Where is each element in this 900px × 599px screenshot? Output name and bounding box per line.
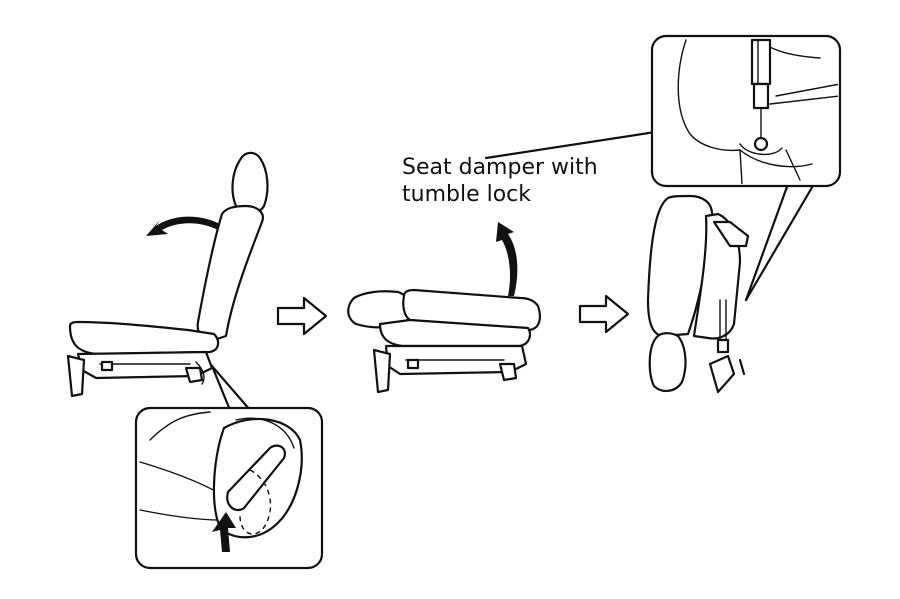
lever-detail-panel xyxy=(134,406,324,570)
seatback xyxy=(196,204,264,342)
seat-cushion xyxy=(68,320,220,356)
tumble-up-arrow-icon xyxy=(496,222,518,296)
rotate-back-arrow-icon xyxy=(146,216,220,236)
detail-connector xyxy=(744,182,790,302)
seat-damper xyxy=(750,38,772,86)
front-leg xyxy=(66,354,86,398)
seat-folded xyxy=(347,222,541,394)
callout-connector xyxy=(210,364,252,412)
seat-tumbled xyxy=(646,194,750,394)
callout-label-line2: tumble lock xyxy=(402,182,532,207)
headrest xyxy=(231,151,269,215)
damper-detail-panel xyxy=(650,34,842,188)
latch xyxy=(100,360,114,372)
lever-up-arrow-icon xyxy=(212,512,236,552)
callout-label-line1: Seat damper with xyxy=(402,155,598,180)
rear-leg xyxy=(184,366,204,384)
step-arrow-icon-2 xyxy=(578,294,630,334)
seat-upright xyxy=(66,151,269,398)
release-lever xyxy=(226,444,286,512)
folded-seatback xyxy=(402,288,541,332)
step-arrow-icon xyxy=(276,296,328,336)
